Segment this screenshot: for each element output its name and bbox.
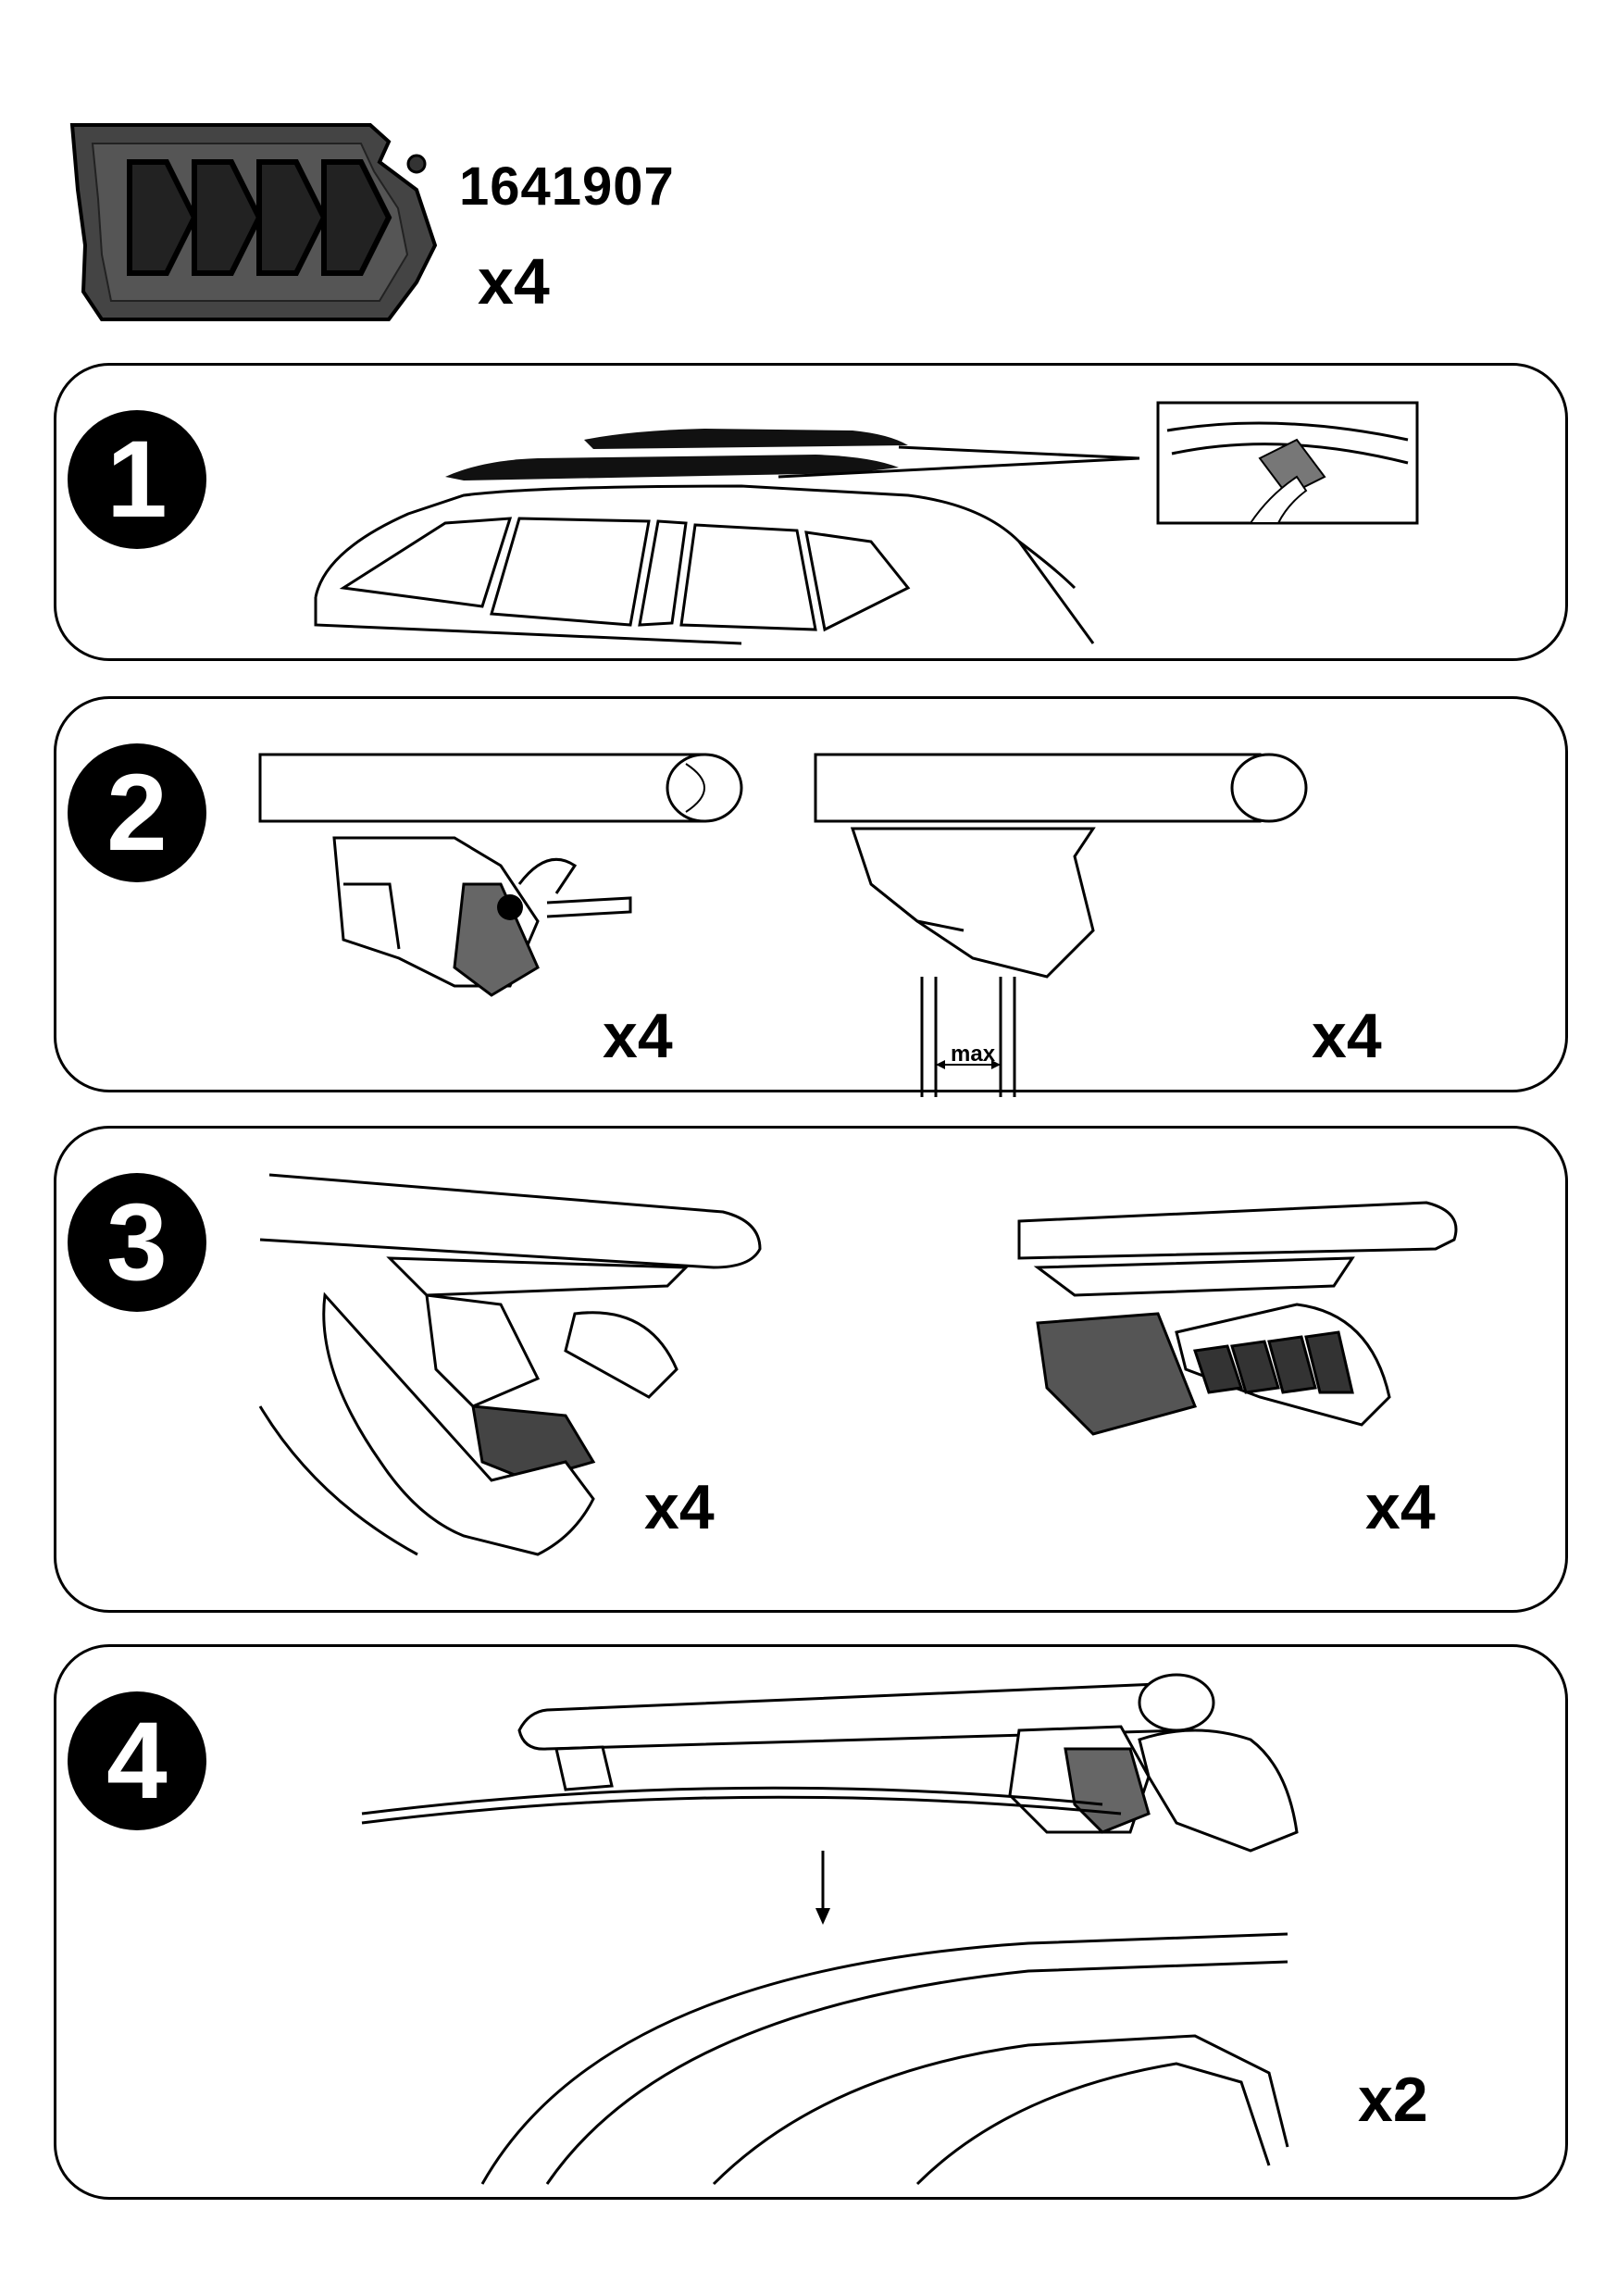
- foot-with-pad-illustration: [1017, 1201, 1458, 1436]
- step-2-badge: 2: [68, 743, 206, 882]
- step-3-badge: 3: [68, 1173, 206, 1312]
- step-1-panel: 1: [54, 363, 1568, 661]
- step-2-panel: 2 x4 max x4: [54, 696, 1568, 1097]
- step-1-badge: 1: [68, 410, 206, 549]
- step-4-quantity: x2: [1358, 2065, 1428, 2135]
- mount-bar-on-roof-illustration: [361, 1673, 1299, 2186]
- bar-with-foot-max-illustration: [814, 753, 1308, 1097]
- step-3-panel: 3 x4 x4: [54, 1126, 1568, 1613]
- rubber-foot-pad-icon: [69, 123, 438, 321]
- step-4-badge: 4: [68, 1691, 206, 1830]
- bar-with-lock-foot-illustration: [258, 753, 743, 997]
- clean-roof-rails-illustration: [314, 401, 1419, 645]
- part-number: 1641907: [459, 156, 675, 217]
- step-4-panel: 4 x2: [54, 1644, 1568, 2200]
- step-2-left-quantity: x4: [603, 1001, 673, 1071]
- step-2-right-quantity: x4: [1312, 1001, 1382, 1071]
- max-gap-label: max: [951, 1042, 996, 1067]
- part-quantity: x4: [478, 245, 550, 318]
- insert-pad-hand-illustration: [258, 1173, 762, 1556]
- step-3-right-quantity: x4: [1365, 1472, 1436, 1542]
- step-3-left-quantity: x4: [644, 1472, 715, 1542]
